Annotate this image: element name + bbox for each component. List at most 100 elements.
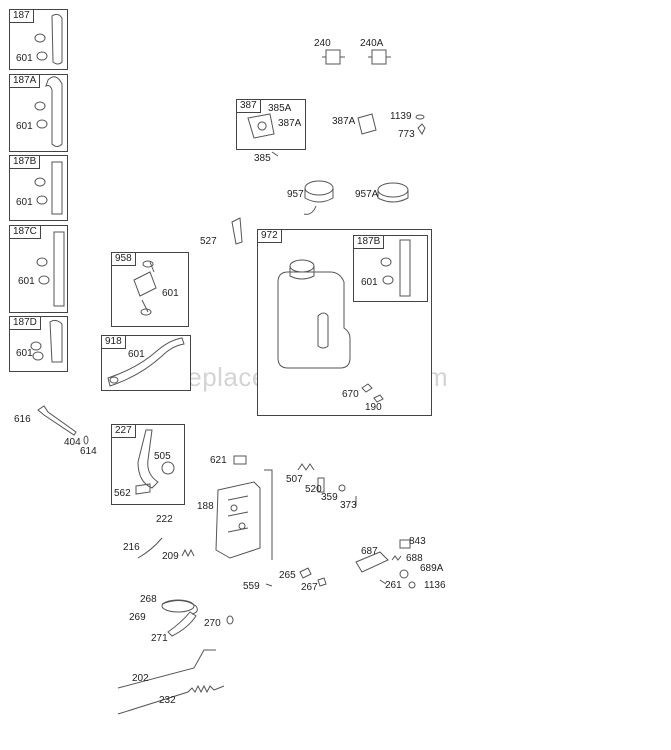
- label-621[interactable]: 621: [210, 455, 227, 466]
- hose-187-icon: [51, 13, 63, 65]
- label-601[interactable]: 601: [128, 349, 145, 360]
- screw-559-icon: [265, 583, 273, 587]
- label-1136[interactable]: 1136: [424, 580, 446, 591]
- label-373[interactable]: 373: [340, 500, 357, 511]
- label-387a[interactable]: 387A: [332, 116, 356, 127]
- label-505[interactable]: 505: [154, 451, 171, 462]
- control-bracket-icon: [215, 481, 261, 559]
- label-957a[interactable]: 957A: [355, 189, 379, 200]
- label-562[interactable]: 562: [114, 488, 131, 499]
- clamp-icon: [32, 351, 44, 361]
- clip-621-icon: [233, 455, 247, 465]
- label-240a[interactable]: 240A: [360, 38, 384, 49]
- screw-773-icon: [417, 123, 426, 135]
- rod-202-icon: [117, 649, 216, 689]
- label-387a[interactable]: 387A: [278, 118, 302, 129]
- kit-box-187b-inner[interactable]: 187B: [353, 235, 428, 302]
- label-270[interactable]: 270: [204, 618, 221, 629]
- label-601[interactable]: 601: [16, 348, 33, 359]
- carburetor-icon: [247, 113, 275, 139]
- label-267[interactable]: 267: [301, 582, 318, 593]
- washer-270-icon: [226, 615, 234, 625]
- rod-616-icon: [37, 405, 77, 436]
- cable-268-icon: [161, 600, 198, 615]
- hose-187a-icon: [45, 76, 63, 147]
- tank-hose-187b-icon: [399, 239, 411, 297]
- label-601[interactable]: 601: [16, 121, 33, 132]
- shutoff-valve-icon: [133, 261, 157, 313]
- screw-267-icon: [317, 577, 327, 587]
- nut-689a-icon: [399, 569, 409, 579]
- label-601[interactable]: 601: [16, 197, 33, 208]
- lever-271-icon: [167, 611, 197, 637]
- screw-385-icon: [271, 151, 279, 157]
- label-385a[interactable]: 385A: [268, 103, 292, 114]
- clamp-icon: [380, 257, 392, 267]
- kit-box-187d[interactable]: 187D: [9, 316, 68, 372]
- kit-tag-972: 972: [257, 229, 282, 243]
- label-240[interactable]: 240: [314, 38, 331, 49]
- fuel-cap-957-icon: [304, 180, 334, 196]
- label-271[interactable]: 271: [151, 633, 168, 644]
- clamp-icon: [30, 341, 42, 351]
- label-359[interactable]: 359: [321, 492, 338, 503]
- label-216[interactable]: 216: [123, 542, 140, 553]
- label-209[interactable]: 209: [162, 551, 179, 562]
- link-520-icon: [317, 477, 325, 493]
- kit-box-187b[interactable]: 187B: [9, 155, 68, 221]
- label-188[interactable]: 188: [197, 501, 214, 512]
- kit-box-387[interactable]: 387: [236, 99, 306, 150]
- clamp-icon: [34, 177, 46, 187]
- label-843[interactable]: 843: [409, 536, 426, 547]
- carburetor-387a-icon: [357, 113, 377, 135]
- label-670[interactable]: 670: [342, 389, 359, 400]
- label-688[interactable]: 688: [406, 553, 423, 564]
- label-202[interactable]: 202: [132, 673, 149, 684]
- washer-1139-icon: [415, 114, 425, 120]
- kit-box-187c[interactable]: 187C: [9, 225, 68, 313]
- label-527[interactable]: 527: [200, 236, 217, 247]
- bracket-687-icon: [355, 551, 389, 573]
- clamp-icon: [34, 101, 46, 111]
- label-232[interactable]: 232: [159, 695, 176, 706]
- label-689a[interactable]: 689A: [420, 563, 444, 574]
- label-269[interactable]: 269: [129, 612, 146, 623]
- label-601[interactable]: 601: [18, 276, 35, 287]
- label-601[interactable]: 601: [16, 53, 33, 64]
- label-1139[interactable]: 1139: [390, 111, 412, 122]
- label-601[interactable]: 601: [361, 277, 378, 288]
- kit-box-918[interactable]: 918: [101, 335, 191, 391]
- label-261[interactable]: 261: [385, 580, 402, 591]
- label-559[interactable]: 559: [243, 581, 260, 592]
- label-268[interactable]: 268: [140, 594, 157, 605]
- fuel-line-918-icon: [107, 337, 185, 387]
- kit-box-187[interactable]: 187: [9, 9, 68, 70]
- label-601[interactable]: 601: [162, 288, 179, 299]
- label-614[interactable]: 614: [80, 446, 97, 457]
- label-520[interactable]: 520: [305, 484, 322, 495]
- clamp-icon: [109, 376, 119, 384]
- clamp-icon: [140, 308, 152, 316]
- label-507[interactable]: 507: [286, 474, 303, 485]
- hose-187d-icon: [49, 319, 63, 363]
- control-lever-icon: [137, 429, 159, 489]
- kit-box-187a[interactable]: 187A: [9, 74, 68, 152]
- link-216-icon: [137, 537, 163, 559]
- label-190[interactable]: 190: [365, 402, 382, 413]
- label-222[interactable]: 222: [156, 514, 173, 525]
- label-265[interactable]: 265: [279, 570, 296, 581]
- fuel-tank-icon: [277, 271, 351, 369]
- label-687[interactable]: 687: [361, 546, 378, 557]
- label-957[interactable]: 957: [287, 189, 304, 200]
- clamp-icon: [38, 275, 50, 285]
- kit-tag-958: 958: [111, 252, 136, 266]
- screw-261-icon: [379, 579, 387, 585]
- clamp-icon: [382, 275, 394, 285]
- label-616[interactable]: 616: [14, 414, 31, 425]
- label-385[interactable]: 385: [254, 153, 271, 164]
- label-404[interactable]: 404: [64, 437, 81, 448]
- label-773[interactable]: 773: [398, 129, 415, 140]
- kit-box-958[interactable]: 958: [111, 252, 189, 327]
- spring-209-icon: [181, 548, 195, 558]
